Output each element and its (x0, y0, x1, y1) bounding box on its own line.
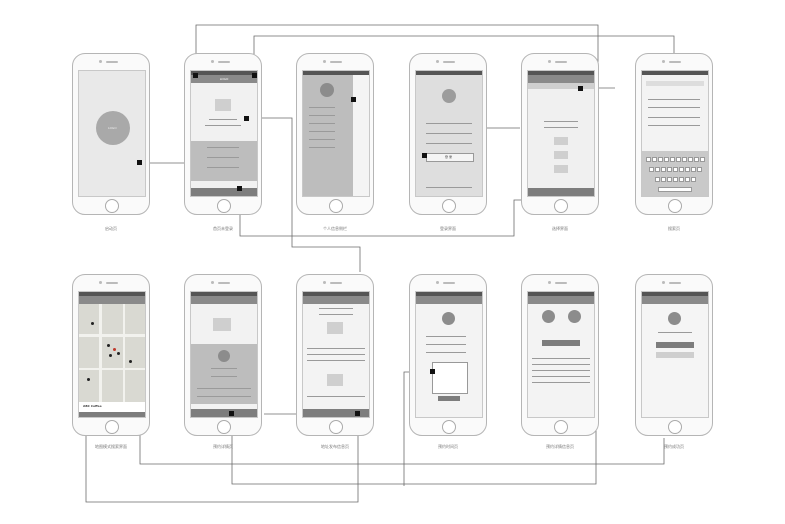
connector-marker (193, 73, 198, 78)
home-button[interactable] (329, 420, 343, 434)
connector-marker (252, 73, 257, 78)
avatar (320, 83, 334, 97)
select-header (528, 75, 594, 83)
connector-marker (237, 186, 242, 191)
confirm-button[interactable] (438, 396, 460, 401)
phone-search (635, 53, 713, 215)
phone-select (521, 53, 599, 215)
logo-circle (96, 111, 130, 145)
home-tabbar[interactable] (191, 188, 257, 196)
caption-time: 预约时间页 (438, 444, 458, 449)
connector-marker (351, 97, 356, 102)
home-button[interactable] (329, 199, 343, 213)
post-tabbar[interactable] (303, 409, 369, 417)
select-tabbar[interactable] (528, 188, 594, 196)
connector-marker (355, 411, 360, 416)
home-button[interactable] (442, 420, 456, 434)
date-picker[interactable] (432, 362, 468, 394)
success-button-2[interactable] (656, 352, 694, 358)
phone-post (296, 274, 374, 436)
connector-marker (137, 160, 142, 165)
phone-success (635, 274, 713, 436)
connector-marker (578, 86, 583, 91)
option-block-1[interactable] (554, 137, 568, 145)
phone-time (409, 274, 487, 436)
map-header (79, 296, 145, 304)
caption-search: 搜索页 (668, 226, 680, 231)
phone-detail (184, 274, 262, 436)
search-bar[interactable] (646, 81, 704, 86)
logo-text: LOGO (108, 126, 117, 130)
login-button-label: 登 录 (445, 155, 452, 159)
info-button[interactable] (542, 340, 580, 346)
caption-post: 地址发布信息页 (321, 444, 349, 449)
caption-launch: 启动页 (105, 226, 117, 231)
success-button-1[interactable] (656, 342, 694, 348)
caption-sidebar: 个人信息侧栏 (323, 226, 347, 231)
caption-detail: 预约详情页 (213, 444, 233, 449)
avatar (442, 89, 456, 103)
header-logo-text: LOGO (219, 77, 229, 81)
caption-select: 选择界面 (552, 226, 568, 231)
home-button[interactable] (217, 420, 231, 434)
phone-info (521, 274, 599, 436)
image-placeholder (215, 99, 231, 111)
place-name: ABC Coffee (83, 404, 102, 408)
phone-map: ABC Coffee (72, 274, 150, 436)
connector-marker (430, 369, 435, 374)
caption-login: 登录界面 (440, 226, 456, 231)
home-button[interactable] (668, 199, 682, 213)
caption-map: 地图模式搜索界面 (95, 444, 127, 449)
caption-home: 首页未登录 (213, 226, 233, 231)
option-block-3[interactable] (554, 165, 568, 173)
caption-info: 预约详情信息页 (546, 444, 574, 449)
connector-marker (244, 116, 249, 121)
phone-home: LOGO (184, 53, 262, 215)
connector-marker (422, 153, 427, 158)
detail-tabbar[interactable] (191, 409, 257, 417)
connector-marker (229, 411, 234, 416)
map-view[interactable] (79, 304, 145, 404)
home-button[interactable] (442, 199, 456, 213)
phone-login: 登 录 (409, 53, 487, 215)
caption-success: 预约成功页 (664, 444, 684, 449)
home-button[interactable] (217, 199, 231, 213)
home-header: LOGO (191, 75, 257, 83)
home-button[interactable] (105, 199, 119, 213)
option-block-2[interactable] (554, 151, 568, 159)
home-button[interactable] (105, 420, 119, 434)
home-button[interactable] (554, 420, 568, 434)
phone-launch: LOGO (72, 53, 150, 215)
home-button[interactable] (554, 199, 568, 213)
phone-sidebar (296, 53, 374, 215)
home-button[interactable] (668, 420, 682, 434)
